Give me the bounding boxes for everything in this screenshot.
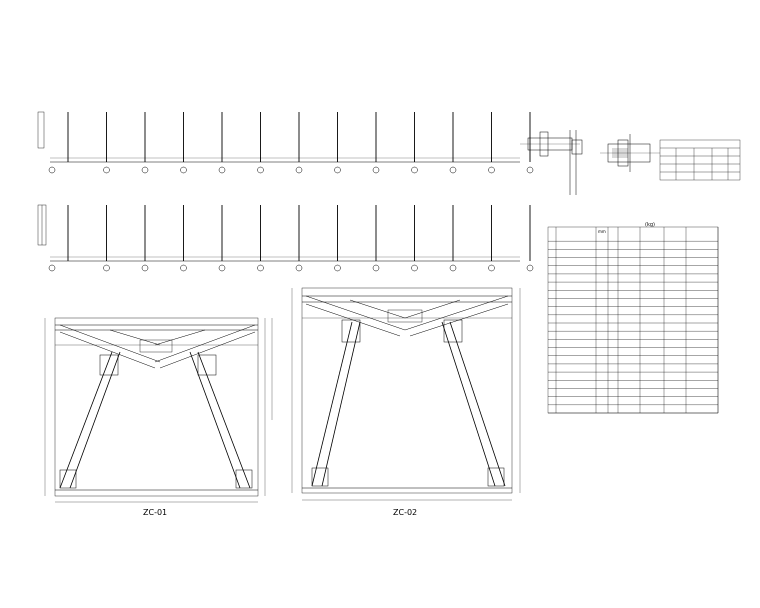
zc01-title: ZC-01 (143, 508, 168, 517)
axis-bubble (372, 166, 380, 174)
axis-bubble (141, 264, 149, 272)
axis-bubble (526, 166, 534, 174)
detail-node-2 (600, 134, 660, 172)
axis-bubble (372, 264, 380, 272)
table-header-unit: mm (598, 229, 606, 234)
axis-bubble (411, 166, 418, 174)
axis-bubble (48, 264, 56, 272)
material-table-grid (547, 226, 719, 414)
zc02-frame (291, 287, 521, 501)
axis-bubble (48, 166, 56, 174)
axis-bubble (218, 166, 226, 174)
axis-bubble (218, 264, 226, 272)
axis-bubble (411, 264, 418, 272)
axis-bubble (449, 264, 457, 272)
axis-bubble (180, 166, 187, 174)
axis-bubble (488, 264, 495, 272)
zc01-frame (44, 317, 273, 503)
axis-bubble (334, 166, 341, 174)
elevation-strip-1 (37, 111, 531, 163)
detail-small-table (659, 139, 741, 181)
table-header-weight: (kg) (645, 222, 655, 228)
axis-bubble (103, 264, 110, 272)
axis-bubble (526, 264, 534, 272)
axis-bubble (295, 166, 303, 174)
elevation-strip-2 (37, 204, 531, 262)
axis-bubble (295, 264, 303, 272)
axis-bubble (180, 264, 187, 272)
zc02-title: ZC-02 (393, 508, 418, 517)
axis-bubble (257, 166, 264, 174)
detail-node-1 (520, 130, 583, 195)
axis-bubble (334, 264, 341, 272)
axis-bubble (488, 166, 495, 174)
axis-bubble (449, 166, 457, 174)
axis-bubble (257, 264, 264, 272)
axis-bubble (141, 166, 149, 174)
axis-bubble (103, 166, 110, 174)
